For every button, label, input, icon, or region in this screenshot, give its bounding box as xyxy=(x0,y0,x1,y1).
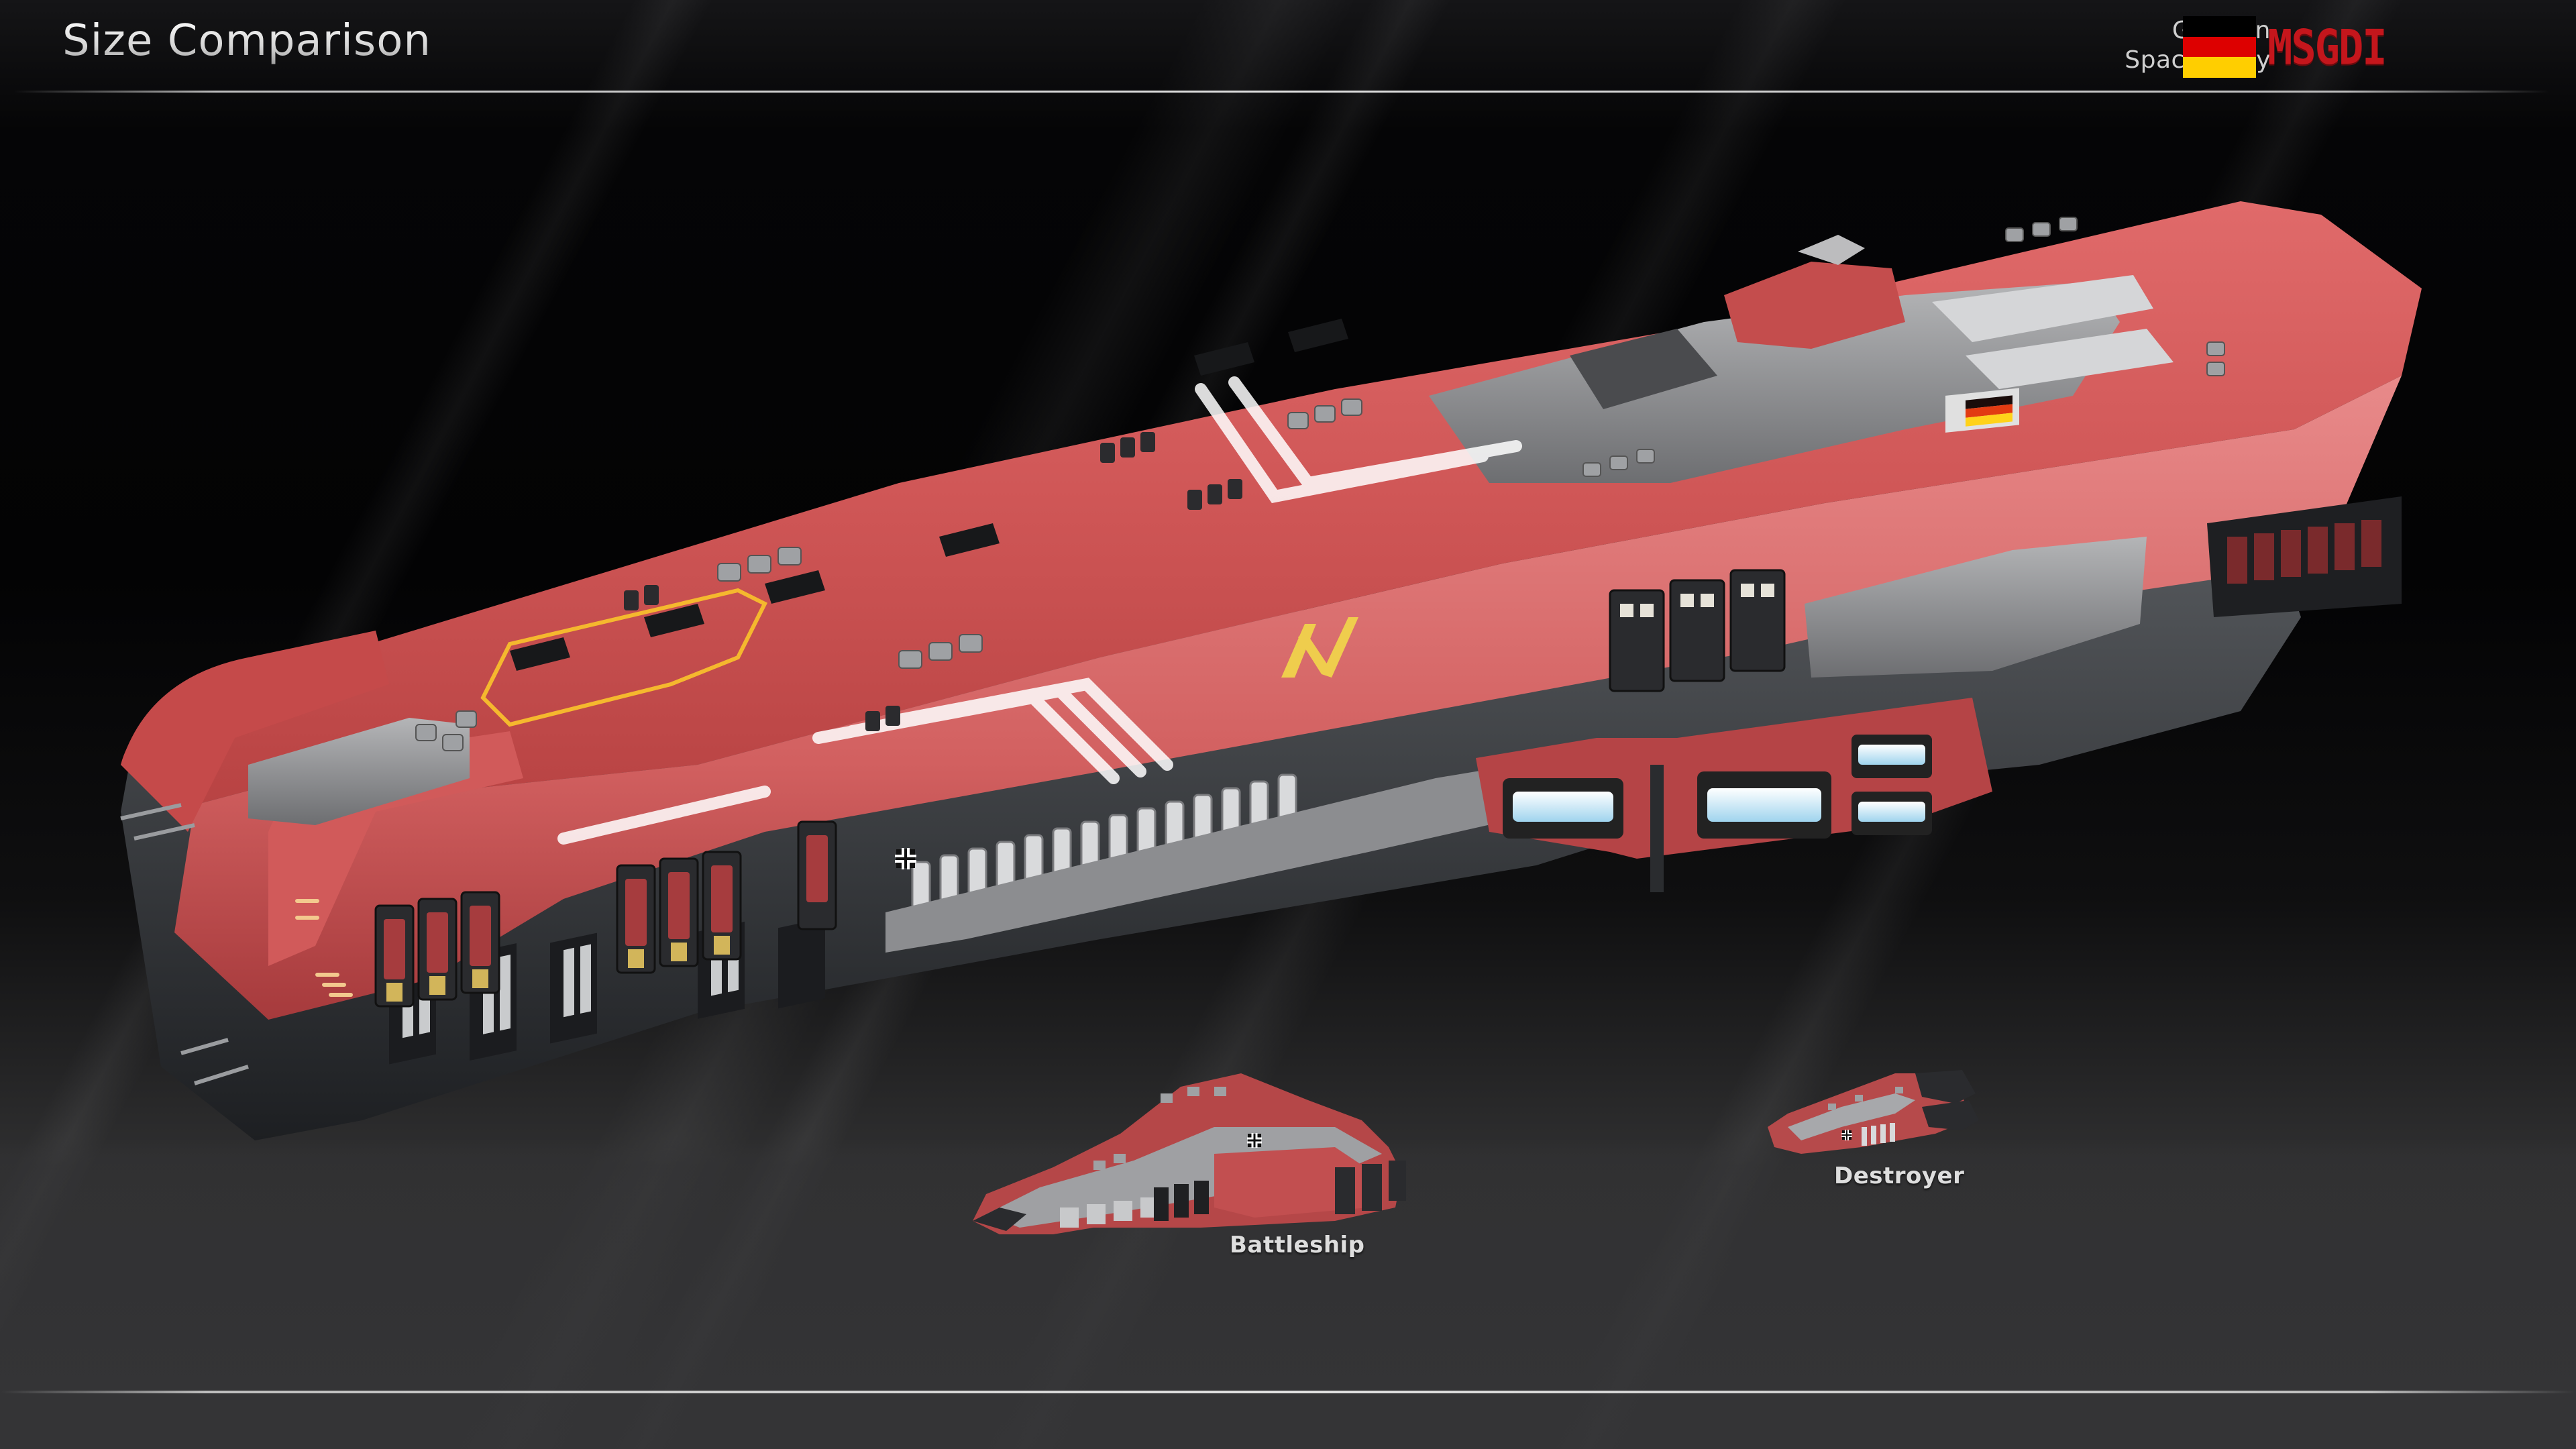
hull-flag-panel xyxy=(1945,388,2019,433)
page-title: Size Comparison xyxy=(62,16,431,66)
destroyer-render xyxy=(1761,1053,1982,1154)
brand-logo: MSGDI xyxy=(2267,19,2387,76)
flag-stripe-red xyxy=(2183,36,2256,58)
header-divider xyxy=(13,91,2549,93)
iron-cross-marking xyxy=(895,848,916,869)
battleship-render xyxy=(959,1046,1429,1234)
germany-flag-icon xyxy=(2183,16,2256,78)
hull-emblem xyxy=(1281,617,1358,678)
flagship-render xyxy=(94,188,2509,1194)
footer-divider xyxy=(0,1391,2576,1393)
battleship-label: Battleship xyxy=(1230,1232,1365,1258)
destroyer-label: Destroyer xyxy=(1834,1163,1965,1189)
flag-stripe-gold xyxy=(2183,57,2256,78)
flag-stripe-black xyxy=(2183,16,2256,37)
